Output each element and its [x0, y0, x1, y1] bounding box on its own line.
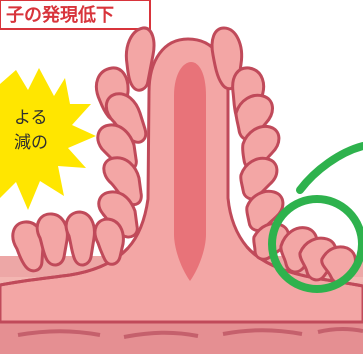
burst-line-2: 減の [14, 133, 48, 152]
title-text: 子の発現低下 [6, 4, 114, 25]
title-box: 子の発現低下 [0, 0, 150, 29]
burst-line-1: よる [14, 108, 48, 127]
yellow-burst-icon: よる 減の [0, 68, 96, 210]
